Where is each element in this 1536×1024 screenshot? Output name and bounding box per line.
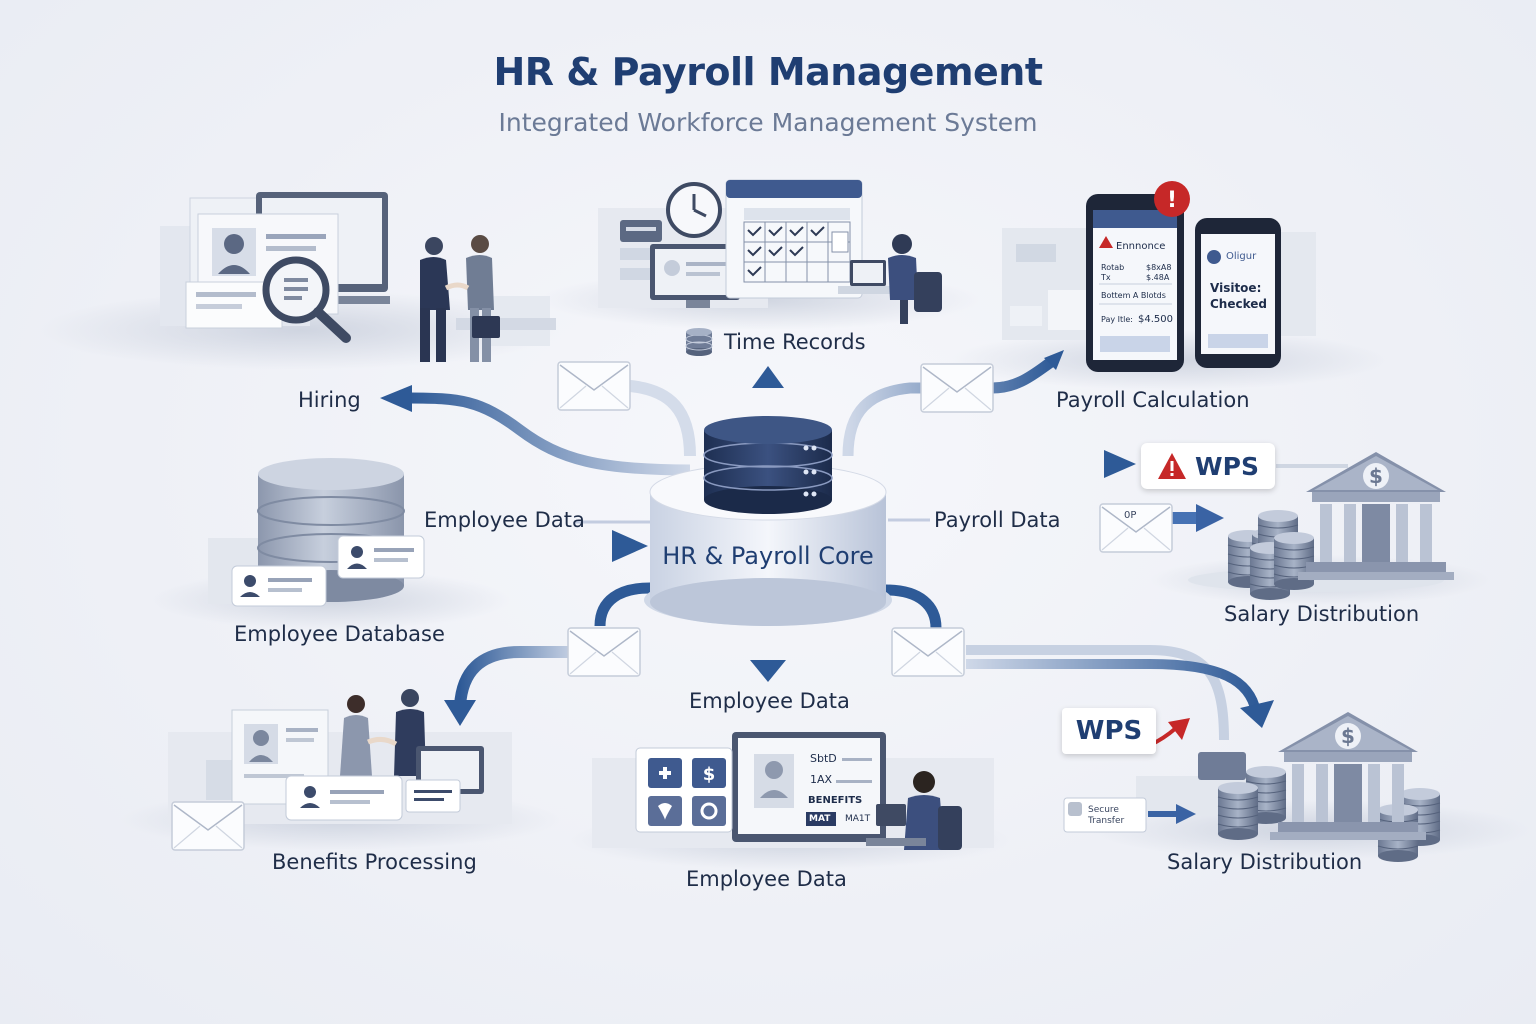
id-card-icon <box>337 535 425 579</box>
wps-badge-bottom: WPS <box>1062 708 1156 754</box>
secure-transfer-label: Secure <box>1088 805 1119 815</box>
form-line2: 1AX <box>810 773 833 786</box>
core-node <box>644 416 892 626</box>
time-records-scene <box>598 179 942 324</box>
phone-right-header: Oligur <box>1226 251 1257 262</box>
phone-right-line2: Checked <box>1210 297 1267 311</box>
phone-row3: Bottem A Blotds <box>1101 291 1166 300</box>
envelope-icon <box>557 361 631 411</box>
phone-row1-label: Rotab <box>1101 263 1125 272</box>
label-benefits-processing: Benefits Processing <box>272 850 477 874</box>
label-salary-distribution-top: Salary Distribution <box>1224 602 1420 626</box>
form-tag2: MA1T <box>845 814 871 824</box>
envelope-icon <box>567 627 641 677</box>
label-salary-distribution-bottom: Salary Distribution <box>1167 850 1363 874</box>
clock-icon <box>666 182 722 238</box>
salary-distribution-top-scene <box>1188 452 1454 601</box>
form-line1: SbtD <box>810 752 837 765</box>
wps-badge-top: WPS <box>1141 443 1275 489</box>
svg-text:!: ! <box>1167 188 1177 213</box>
alert-icon <box>1158 453 1187 479</box>
database-icon <box>703 416 833 514</box>
coin-stack-icon <box>1227 509 1315 601</box>
phone-row4-value: $4.500 <box>1138 314 1173 325</box>
database-icon <box>685 328 713 356</box>
form-line3: BENEFITS <box>808 795 863 806</box>
svg-text:$: $ <box>703 764 716 785</box>
envelope-icon <box>171 801 245 851</box>
id-card-icon <box>231 565 327 607</box>
envelope-tag: 0P <box>1124 510 1137 521</box>
worker-icon <box>866 771 962 850</box>
calendar-icon <box>725 179 863 299</box>
hiring-scene <box>160 192 556 362</box>
phone-row4-label: Pay Itle: <box>1101 315 1133 324</box>
flow-label-employee-data: Employee Data <box>424 508 585 532</box>
employee-data-bottom-scene: $ <box>592 732 994 850</box>
phone-alert-text: Ennnonce <box>1116 241 1166 252</box>
bank-icon <box>1298 452 1454 580</box>
employee-database-scene <box>208 458 425 607</box>
phone-icon <box>1195 218 1281 368</box>
form-tag: MAT <box>809 814 831 824</box>
wps-label: WPS <box>1075 716 1143 746</box>
phone-right-line1: Visitoe: <box>1210 281 1262 295</box>
page-subtitle: Integrated Workforce Management System <box>498 108 1038 137</box>
page-title: HR & Payroll Management <box>493 50 1043 94</box>
flow-label-payroll-data: Payroll Data <box>934 508 1061 532</box>
phone-icon <box>1086 194 1184 372</box>
wps-label: WPS <box>1195 451 1259 481</box>
payroll-calc-scene: ! <box>1002 181 1316 372</box>
salary-distribution-bottom-scene <box>1063 712 1441 863</box>
label-employee-database: Employee Database <box>234 622 445 646</box>
phone-row2-label: Tx <box>1101 273 1111 282</box>
label-hiring: Hiring <box>298 388 361 412</box>
core-label: HR & Payroll Core <box>662 542 874 570</box>
label-payroll-calculation: Payroll Calculation <box>1056 388 1250 412</box>
secure-transfer-label-2: Transfer <box>1088 816 1125 826</box>
label-time-records: Time Records <box>724 330 866 354</box>
phone-row1-value: $8xA8 <box>1146 263 1172 272</box>
handshake-people-icon <box>420 235 500 362</box>
envelope-icon <box>920 363 994 413</box>
phone-row2-value: $.48A <box>1146 273 1170 282</box>
label-employee-data-bottom: Employee Data <box>686 867 847 891</box>
benefits-icons: $ <box>635 747 733 833</box>
alert-icon: ! <box>1154 181 1190 217</box>
benefits-processing-scene <box>168 689 512 851</box>
envelope-icon <box>891 627 965 677</box>
bank-icon <box>1270 712 1426 840</box>
flow-label-employee-data-down: Employee Data <box>689 689 850 713</box>
worker-icon <box>838 234 942 324</box>
flow-arrows <box>380 350 1348 754</box>
